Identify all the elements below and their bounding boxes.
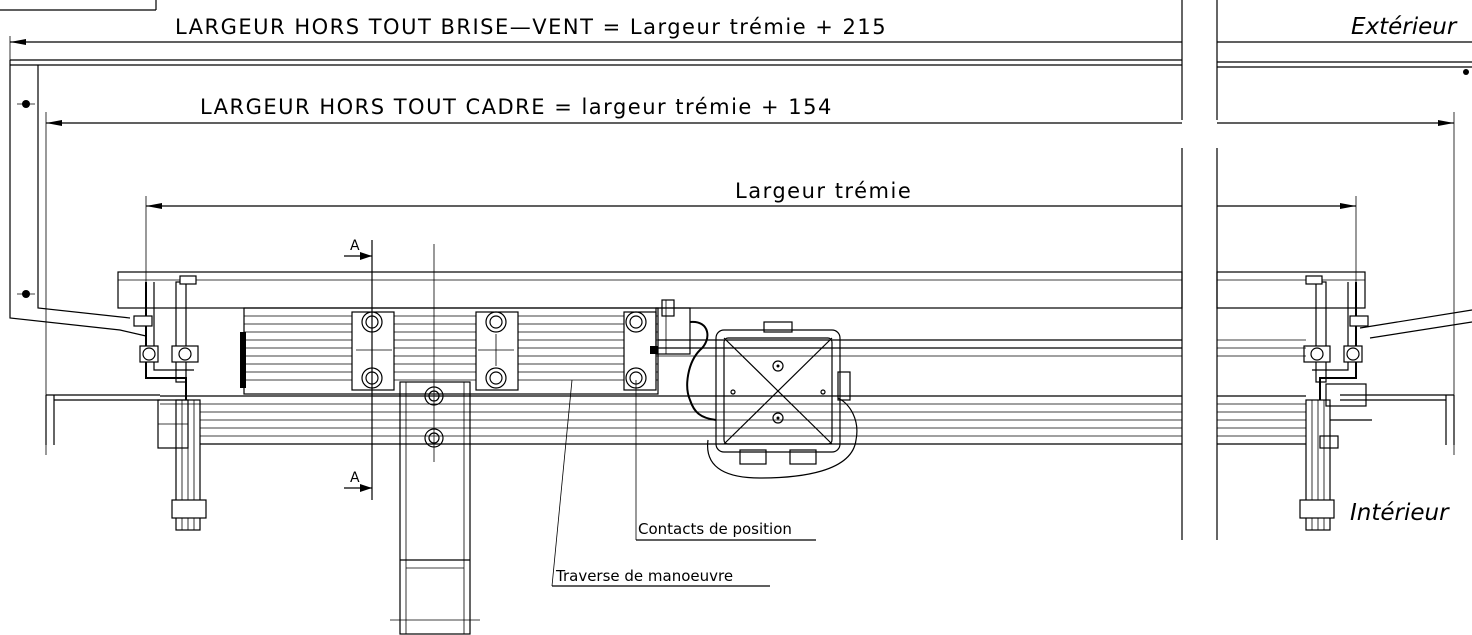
exterior-label: Extérieur <box>1351 14 1458 40</box>
section-mark-top: A <box>350 238 360 254</box>
dimension-frame-label: LARGEUR HORS TOUT CADRE = largeur trémie… <box>200 95 833 119</box>
bottom-rails <box>160 395 1372 445</box>
title-fragment <box>0 0 157 11</box>
section-marker: A A <box>344 238 373 500</box>
section-mark-bottom: A <box>350 470 360 486</box>
junction-box <box>707 321 858 479</box>
actuator-body <box>240 307 1306 395</box>
centerlines <box>356 334 514 366</box>
dimension-windbreak: LARGEUR HORS TOUT BRISE—VENT = Largeur t… <box>9 15 1472 66</box>
dimension-opening-label: Largeur trémie <box>735 179 912 203</box>
windbreak-profile-right <box>1359 69 1472 339</box>
top-plate <box>117 271 1366 309</box>
contact-sensor <box>650 299 717 421</box>
left-frame-anchor <box>45 275 207 531</box>
position-contacts-label: Contacts de position <box>638 520 792 538</box>
clamp-block-2 <box>475 311 519 391</box>
operating-arm <box>390 244 480 635</box>
dimension-windbreak-label: LARGEUR HORS TOUT BRISE—VENT = Largeur t… <box>175 15 887 39</box>
callout-position-contacts: Contacts de position <box>635 380 816 541</box>
callout-operating-crossbar: Traverse de manoeuvre <box>551 379 770 587</box>
dimension-frame: LARGEUR HORS TOUT CADRE = largeur trémie… <box>45 95 1455 455</box>
clamp-block-1 <box>351 311 395 391</box>
windbreak-profile-left <box>9 59 1472 337</box>
operating-crossbar-label: Traverse de manoeuvre <box>555 567 733 585</box>
right-frame-anchor <box>1299 275 1455 531</box>
interior-label: Intérieur <box>1350 500 1450 526</box>
break-lines <box>1181 0 1218 540</box>
dimension-opening: Largeur trémie <box>145 179 1357 330</box>
